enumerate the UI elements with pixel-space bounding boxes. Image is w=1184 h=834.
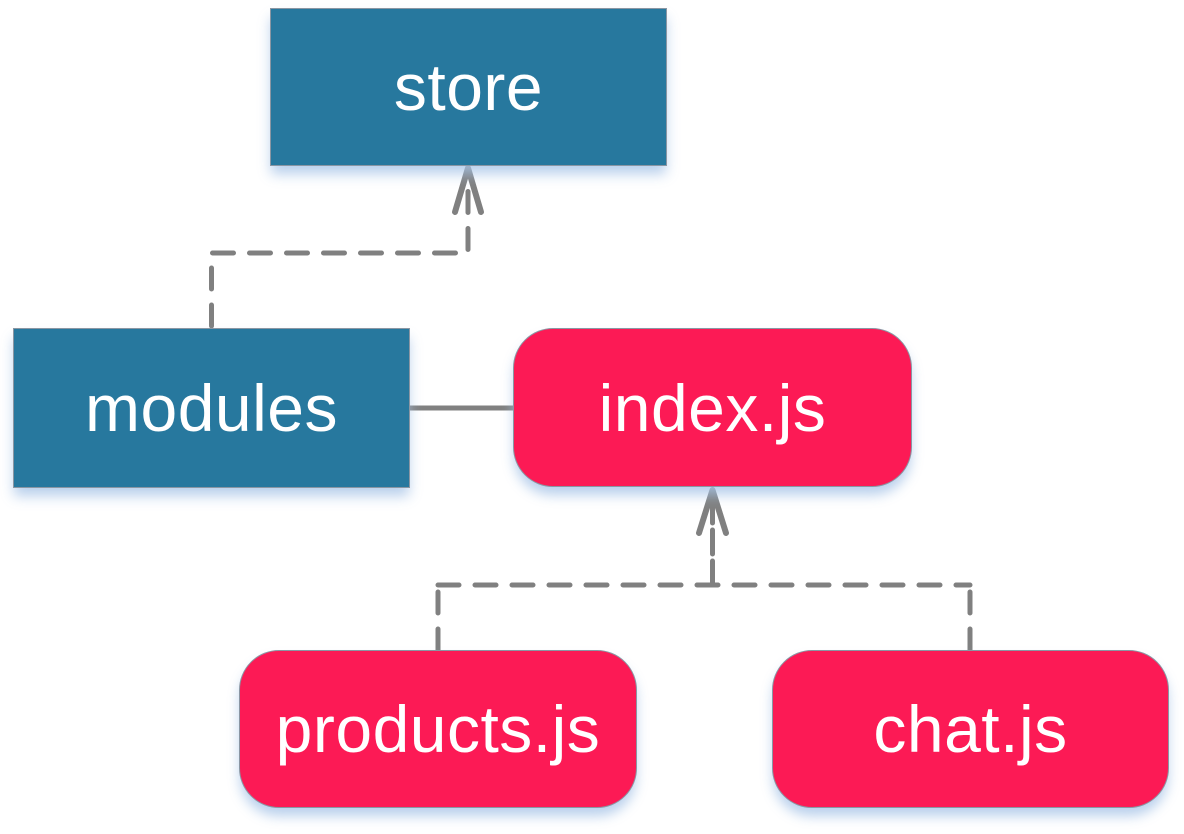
node-products-js-label: products.js [275, 692, 601, 766]
node-chat-js: chat.js [772, 650, 1169, 808]
node-chat-js-label: chat.js [873, 692, 1068, 766]
node-index-js-label: index.js [598, 370, 827, 445]
node-store: store [270, 8, 667, 166]
node-modules-label: modules [85, 371, 338, 445]
node-store-label: store [393, 50, 544, 124]
node-index-js: index.js [513, 328, 912, 487]
arrowhead-into-index-icon [696, 487, 729, 536]
edge-modules-to-store [209, 173, 471, 329]
node-modules: modules [13, 328, 410, 488]
node-products-js: products.js [239, 650, 637, 808]
arrowhead-into-store-icon [452, 165, 484, 215]
